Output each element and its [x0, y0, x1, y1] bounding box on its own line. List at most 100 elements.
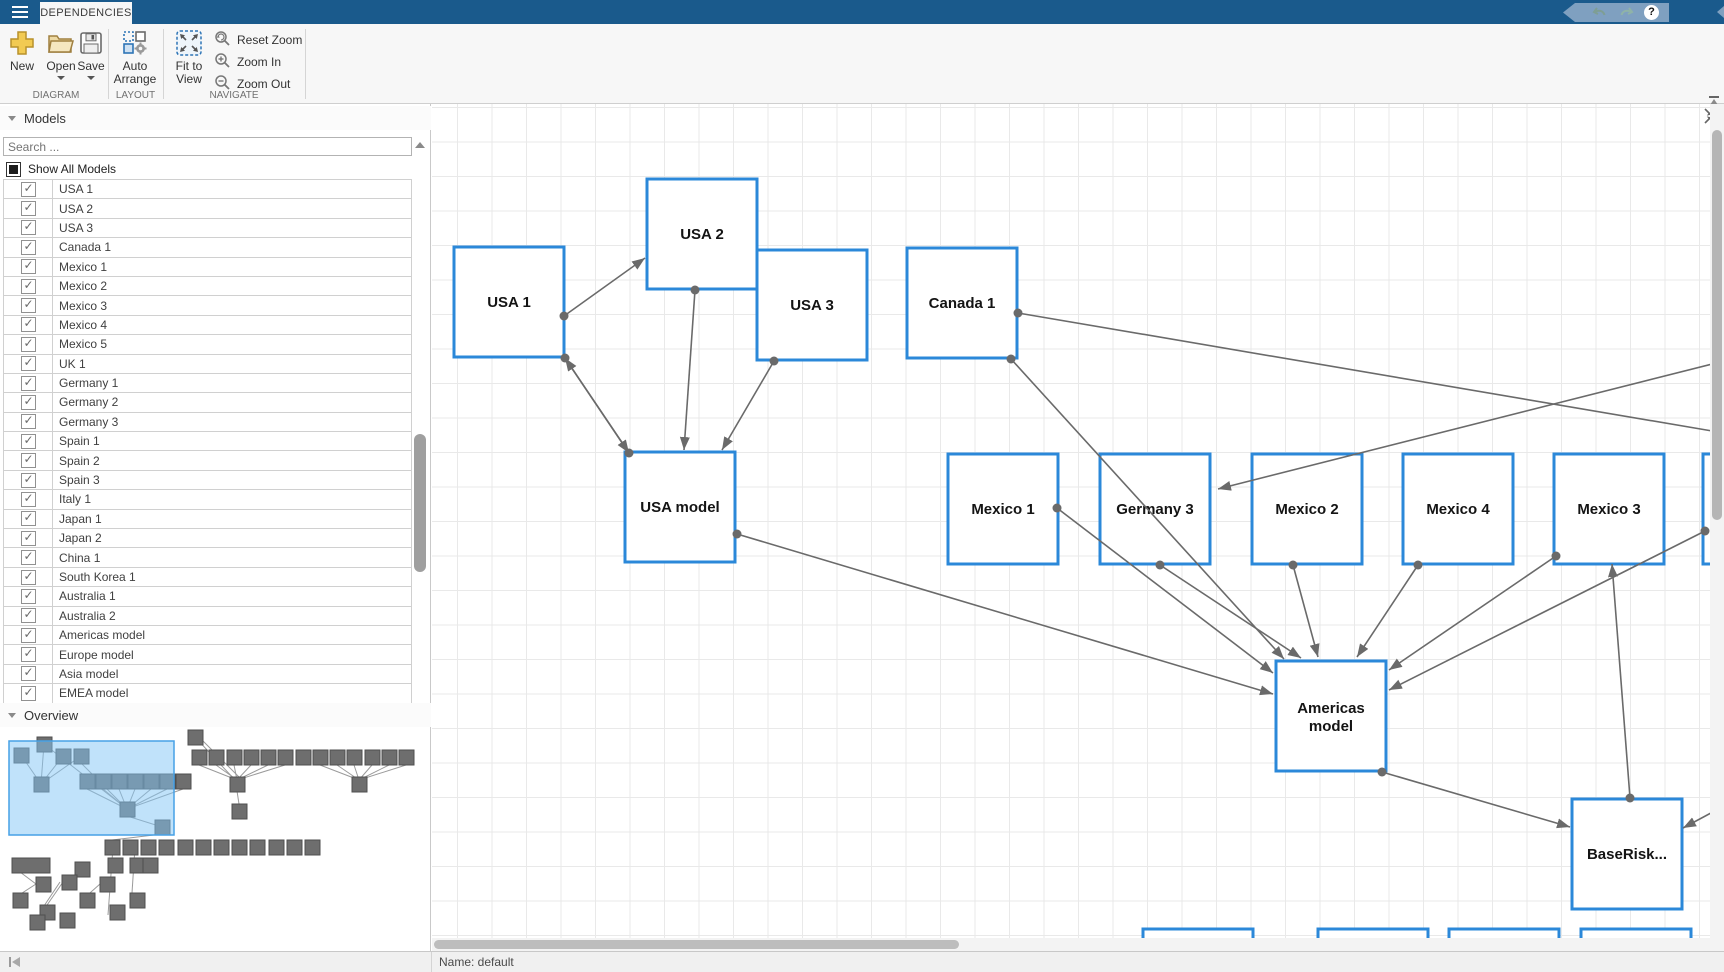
- model-row[interactable]: ✓Americas model: [3, 625, 412, 646]
- model-row[interactable]: ✓USA 3: [3, 218, 412, 239]
- model-row[interactable]: ✓USA 1: [3, 179, 412, 200]
- reset-zoom-button[interactable]: Reset Zoom: [214, 30, 306, 50]
- model-row[interactable]: ✓Italy 1: [3, 490, 412, 510]
- open-dropdown-arrow[interactable]: [57, 76, 65, 80]
- search-input[interactable]: [3, 137, 412, 156]
- diagram-node[interactable]: Mexico 2: [1250, 452, 1364, 566]
- diagram-node[interactable]: Mexico 3: [1552, 452, 1666, 566]
- model-checkbox[interactable]: ✓: [21, 685, 36, 701]
- list-scrollbar-thumb[interactable]: [414, 434, 426, 572]
- open-button[interactable]: Open: [40, 28, 82, 80]
- model-row[interactable]: ✓Germany 1: [3, 373, 412, 394]
- model-checkbox[interactable]: ✓: [21, 298, 36, 314]
- model-row[interactable]: ✓Spain 2: [3, 451, 412, 471]
- save-dropdown-arrow[interactable]: [87, 76, 95, 80]
- model-row[interactable]: ✓Mexico 4: [3, 315, 412, 336]
- collapse-overview-icon[interactable]: [8, 712, 16, 718]
- new-button[interactable]: New: [4, 28, 40, 73]
- model-row[interactable]: ✓Mexico 5: [3, 335, 412, 355]
- auto-arrange-button[interactable]: Auto Arrange: [108, 28, 162, 86]
- model-checkbox[interactable]: ✓: [21, 317, 36, 333]
- model-checkbox[interactable]: ✓: [21, 414, 36, 430]
- model-checkbox[interactable]: ✓: [21, 627, 36, 643]
- diagram-node[interactable]: BaseRisk...: [1570, 797, 1684, 911]
- minimap-viewport[interactable]: [8, 740, 175, 836]
- model-row[interactable]: ✓Spain 3: [3, 470, 412, 491]
- model-checkbox[interactable]: ✓: [21, 647, 36, 663]
- minimap-node: [79, 892, 96, 909]
- diagram-node[interactable]: Mexico 1: [946, 452, 1060, 566]
- save-button[interactable]: Save: [72, 28, 110, 80]
- zoom-out-button[interactable]: Zoom Out: [214, 74, 306, 94]
- model-row[interactable]: ✓China 1: [3, 548, 412, 568]
- model-checkbox[interactable]: ✓: [21, 201, 36, 217]
- collapse-ribbon-icon[interactable]: [1708, 93, 1720, 105]
- skip-to-start-icon[interactable]: [8, 956, 21, 971]
- model-checkbox[interactable]: ✓: [21, 472, 36, 488]
- model-checkbox[interactable]: ✓: [21, 453, 36, 469]
- model-row[interactable]: ✓Canada 1: [3, 238, 412, 258]
- model-row[interactable]: ✓Germany 3: [3, 412, 412, 433]
- model-row[interactable]: ✓Asia model: [3, 664, 412, 685]
- hamburger-menu-icon[interactable]: [6, 0, 34, 24]
- model-checkbox[interactable]: ✓: [21, 375, 36, 391]
- model-row[interactable]: ✓Mexico 1: [3, 257, 412, 277]
- tab-dependencies[interactable]: DEPENDENCIES: [40, 2, 132, 24]
- model-checkbox[interactable]: ✓: [21, 394, 36, 410]
- horizontal-scrollbar[interactable]: [432, 938, 1710, 951]
- fit-to-view-button[interactable]: Fit to View: [164, 28, 214, 86]
- model-checkbox[interactable]: ✓: [21, 181, 36, 197]
- model-checkbox[interactable]: ✓: [21, 278, 36, 294]
- diagram-node[interactable]: USA 3: [755, 248, 869, 362]
- model-checkbox[interactable]: ✓: [21, 356, 36, 372]
- model-checkbox[interactable]: ✓: [21, 588, 36, 604]
- collapse-models-icon[interactable]: [8, 115, 16, 121]
- model-row[interactable]: ✓USA 2: [3, 199, 412, 219]
- show-all-models-checkbox[interactable]: Show All Models: [6, 160, 116, 178]
- model-row[interactable]: ✓Australia 1: [3, 587, 412, 607]
- diagram-node[interactable]: USA model: [623, 450, 737, 564]
- model-row[interactable]: ✓Spain 1: [3, 432, 412, 452]
- model-row[interactable]: ✓Germany 2: [3, 393, 412, 413]
- zoom-in-button[interactable]: Zoom In: [214, 52, 306, 72]
- diagram-node[interactable]: Mexico 4: [1401, 452, 1515, 566]
- model-row[interactable]: ✓Europe model: [3, 645, 412, 665]
- model-checkbox[interactable]: ✓: [21, 220, 36, 236]
- model-checkbox[interactable]: ✓: [21, 530, 36, 546]
- model-row[interactable]: ✓Japan 2: [3, 529, 412, 549]
- diagram-node[interactable]: USA 2: [645, 177, 759, 291]
- model-row[interactable]: ✓Australia 2: [3, 606, 412, 626]
- model-row[interactable]: ✓Japan 1: [3, 509, 412, 530]
- dependency-edge: [736, 533, 1274, 696]
- overview-minimap[interactable]: [0, 725, 431, 951]
- vertical-scrollbar[interactable]: [1710, 104, 1724, 951]
- model-checkbox[interactable]: ✓: [21, 511, 36, 527]
- redo-icon[interactable]: [1618, 5, 1634, 21]
- model-checkbox[interactable]: ✓: [21, 569, 36, 585]
- diagram-node[interactable]: Germany 3: [1098, 452, 1212, 566]
- model-checkbox[interactable]: ✓: [21, 433, 36, 449]
- model-checkbox[interactable]: ✓: [21, 259, 36, 275]
- model-row[interactable]: ✓UK 1: [3, 354, 412, 374]
- model-checkbox[interactable]: ✓: [21, 336, 36, 352]
- model-checkbox[interactable]: ✓: [21, 550, 36, 566]
- model-row[interactable]: ✓EMEA model: [3, 684, 412, 704]
- dependency-edge: [1388, 555, 1557, 671]
- model-checkbox[interactable]: ✓: [21, 491, 36, 507]
- horizontal-scrollbar-thumb[interactable]: [434, 940, 959, 949]
- model-checkbox[interactable]: ✓: [21, 666, 36, 682]
- model-checkbox[interactable]: ✓: [21, 608, 36, 624]
- diagram-node[interactable]: USA 1: [452, 245, 566, 359]
- model-row[interactable]: ✓South Korea 1: [3, 567, 412, 588]
- model-row[interactable]: ✓Mexico 2: [3, 276, 412, 297]
- vertical-scrollbar-thumb[interactable]: [1712, 130, 1722, 520]
- undo-icon[interactable]: [1592, 5, 1608, 21]
- diagram-node[interactable]: Canada 1: [905, 246, 1019, 360]
- list-scroll-up-arrow[interactable]: [415, 142, 425, 148]
- help-button[interactable]: ?: [1644, 5, 1659, 20]
- model-checkbox[interactable]: ✓: [21, 239, 36, 255]
- model-row[interactable]: ✓Mexico 3: [3, 296, 412, 316]
- minimap-node: [346, 749, 363, 766]
